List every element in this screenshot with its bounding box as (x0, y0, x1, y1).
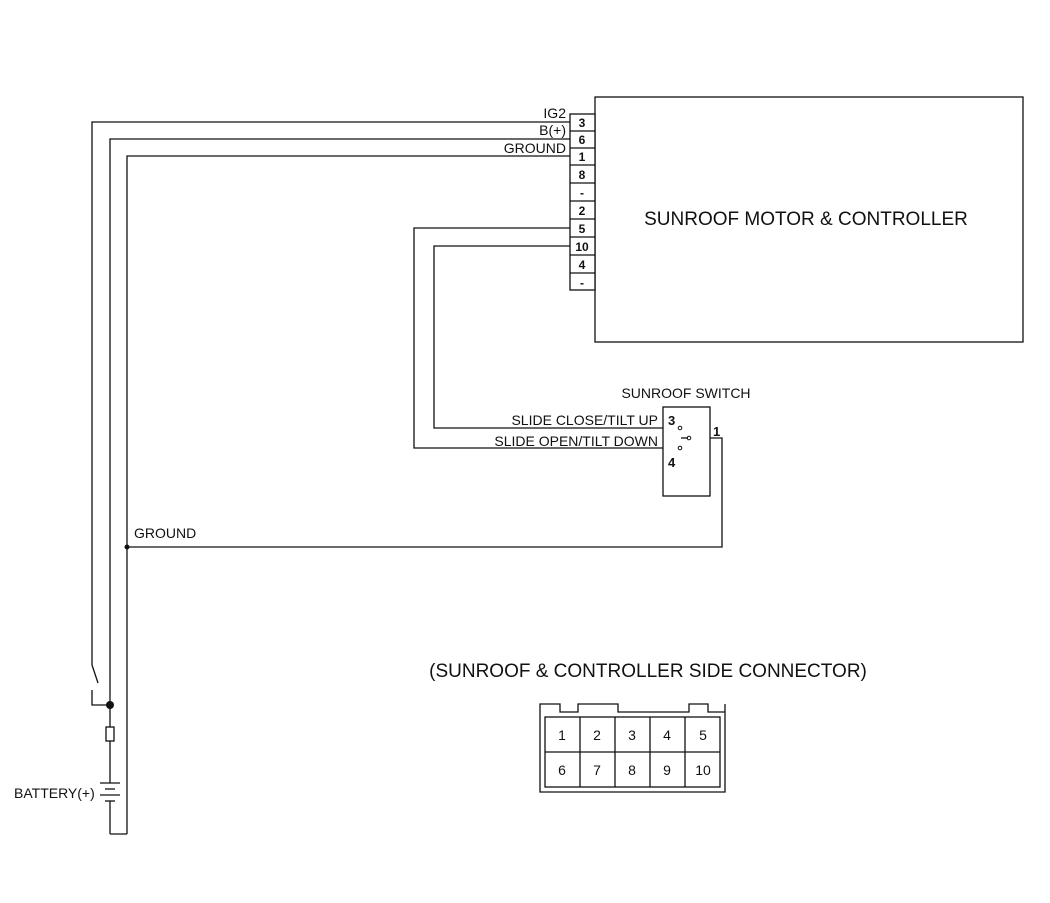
junction-dot (106, 701, 114, 709)
controller-pin: 8 (579, 168, 586, 182)
switch-pin-4: 4 (668, 455, 676, 470)
connector-cell: 10 (695, 762, 711, 778)
wire-slide-open (413, 227, 678, 449)
connector-cell: 5 (699, 727, 707, 743)
wire-label-ig2: IG2 (543, 105, 566, 121)
switch-contacts-icon (677, 425, 692, 451)
ground-label: GROUND (134, 525, 196, 541)
wire-ig2 (91, 121, 570, 665)
controller-pin: 6 (579, 133, 586, 147)
slide-open-label: SLIDE OPEN/TILT DOWN (494, 433, 658, 449)
battery-label: BATTERY(+) (14, 785, 95, 801)
controller-pin: 3 (579, 116, 586, 130)
wire-slide-close (433, 245, 678, 429)
connector-cell: 3 (628, 727, 636, 743)
switch-pin-1: 1 (713, 424, 720, 439)
battery-icon (100, 782, 120, 802)
connector-cell: 8 (628, 762, 636, 778)
controller-pin: 4 (579, 258, 586, 272)
controller-pin: - (580, 186, 584, 200)
switch-pin-3: 3 (668, 413, 675, 428)
connector-cell: 2 (593, 727, 601, 743)
switch-title: SUNROOF SWITCH (621, 385, 750, 401)
ignition-switch-contact (91, 664, 99, 684)
connector-cell: 4 (663, 727, 671, 743)
controller-box (594, 96, 1024, 343)
controller-pin: - (580, 276, 584, 290)
controller-pin: 5 (579, 222, 586, 236)
wire-ig2-lower (91, 690, 110, 706)
connector-cell: 1 (558, 727, 566, 743)
controller-title: SUNROOF MOTOR & CONTROLLER (644, 209, 968, 230)
connector-cell: 7 (593, 762, 601, 778)
wire-label-ground: GROUND (504, 140, 566, 156)
wire-switch-ground (127, 437, 723, 548)
controller-pin-block (569, 113, 596, 291)
connector-cell: 6 (558, 762, 566, 778)
wire-label-bplus: B(+) (539, 122, 566, 138)
controller-pin: 1 (579, 150, 586, 164)
wire-ground (126, 155, 570, 834)
connector-cell: 9 (663, 762, 671, 778)
fuse-icon (105, 726, 115, 742)
connector-face (539, 703, 726, 793)
slide-close-label: SLIDE CLOSE/TILT UP (511, 412, 658, 428)
wire-bplus (109, 138, 570, 727)
connector-title: (SUNROOF & CONTROLLER SIDE CONNECTOR) (429, 661, 867, 682)
controller-pin: 2 (579, 204, 586, 218)
controller-pin: 10 (575, 240, 589, 254)
sunroof-switch-box (662, 406, 711, 497)
